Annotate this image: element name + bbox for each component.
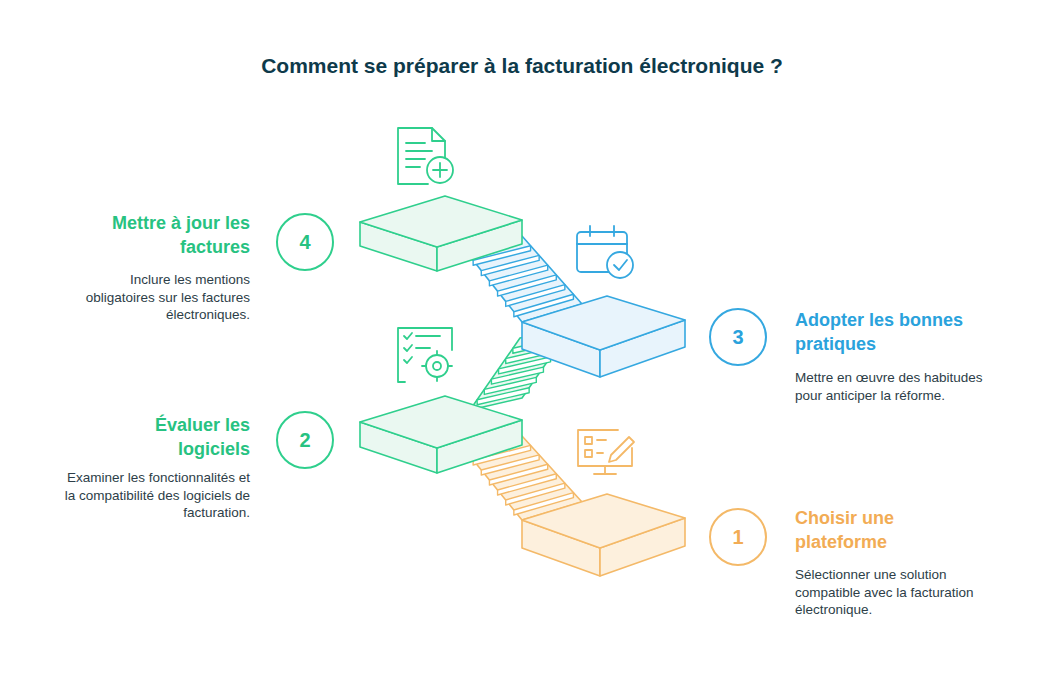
step-node: 3 Adopter les bonnes pratiquesMettre en œ… bbox=[707, 306, 1040, 446]
platform-1 bbox=[522, 494, 685, 576]
platform-4 bbox=[360, 196, 522, 271]
step-node: 1 Choisir une plateformeSélectionner une … bbox=[707, 504, 1040, 644]
document-plus-icon bbox=[398, 128, 453, 184]
step-number: 4 bbox=[276, 213, 334, 271]
platform-3 bbox=[522, 296, 685, 377]
step-description: Examiner les fonctionnalités et la compa… bbox=[60, 469, 250, 522]
platform-2 bbox=[360, 396, 522, 473]
step-number: 2 bbox=[276, 411, 334, 469]
checklist-gear-icon bbox=[398, 328, 452, 382]
step-description: Inclure les mentions obligatoires sur le… bbox=[60, 271, 250, 324]
step-heading: Mettre à jour les factures bbox=[60, 211, 250, 259]
step-description: Sélectionner une solution compatible ave… bbox=[795, 566, 985, 619]
step-node: 2 Évaluer les logicielsExaminer les fonct… bbox=[40, 409, 336, 549]
step-node: 4 Mettre à jour les facturesInclure les m… bbox=[40, 209, 336, 349]
step-number: 3 bbox=[709, 308, 767, 366]
step-heading: Adopter les bonnes pratiques bbox=[795, 308, 985, 356]
diagram-title: Comment se préparer à la facturation éle… bbox=[0, 54, 1044, 78]
monitor-pencil-icon bbox=[578, 430, 634, 474]
step-number: 1 bbox=[709, 508, 767, 566]
step-heading: Choisir une plateforme bbox=[795, 506, 925, 554]
step-description: Mettre en œuvre des habitudes pour antic… bbox=[795, 369, 985, 404]
step-heading: Évaluer les logiciels bbox=[120, 413, 250, 461]
calendar-icon bbox=[577, 226, 633, 278]
